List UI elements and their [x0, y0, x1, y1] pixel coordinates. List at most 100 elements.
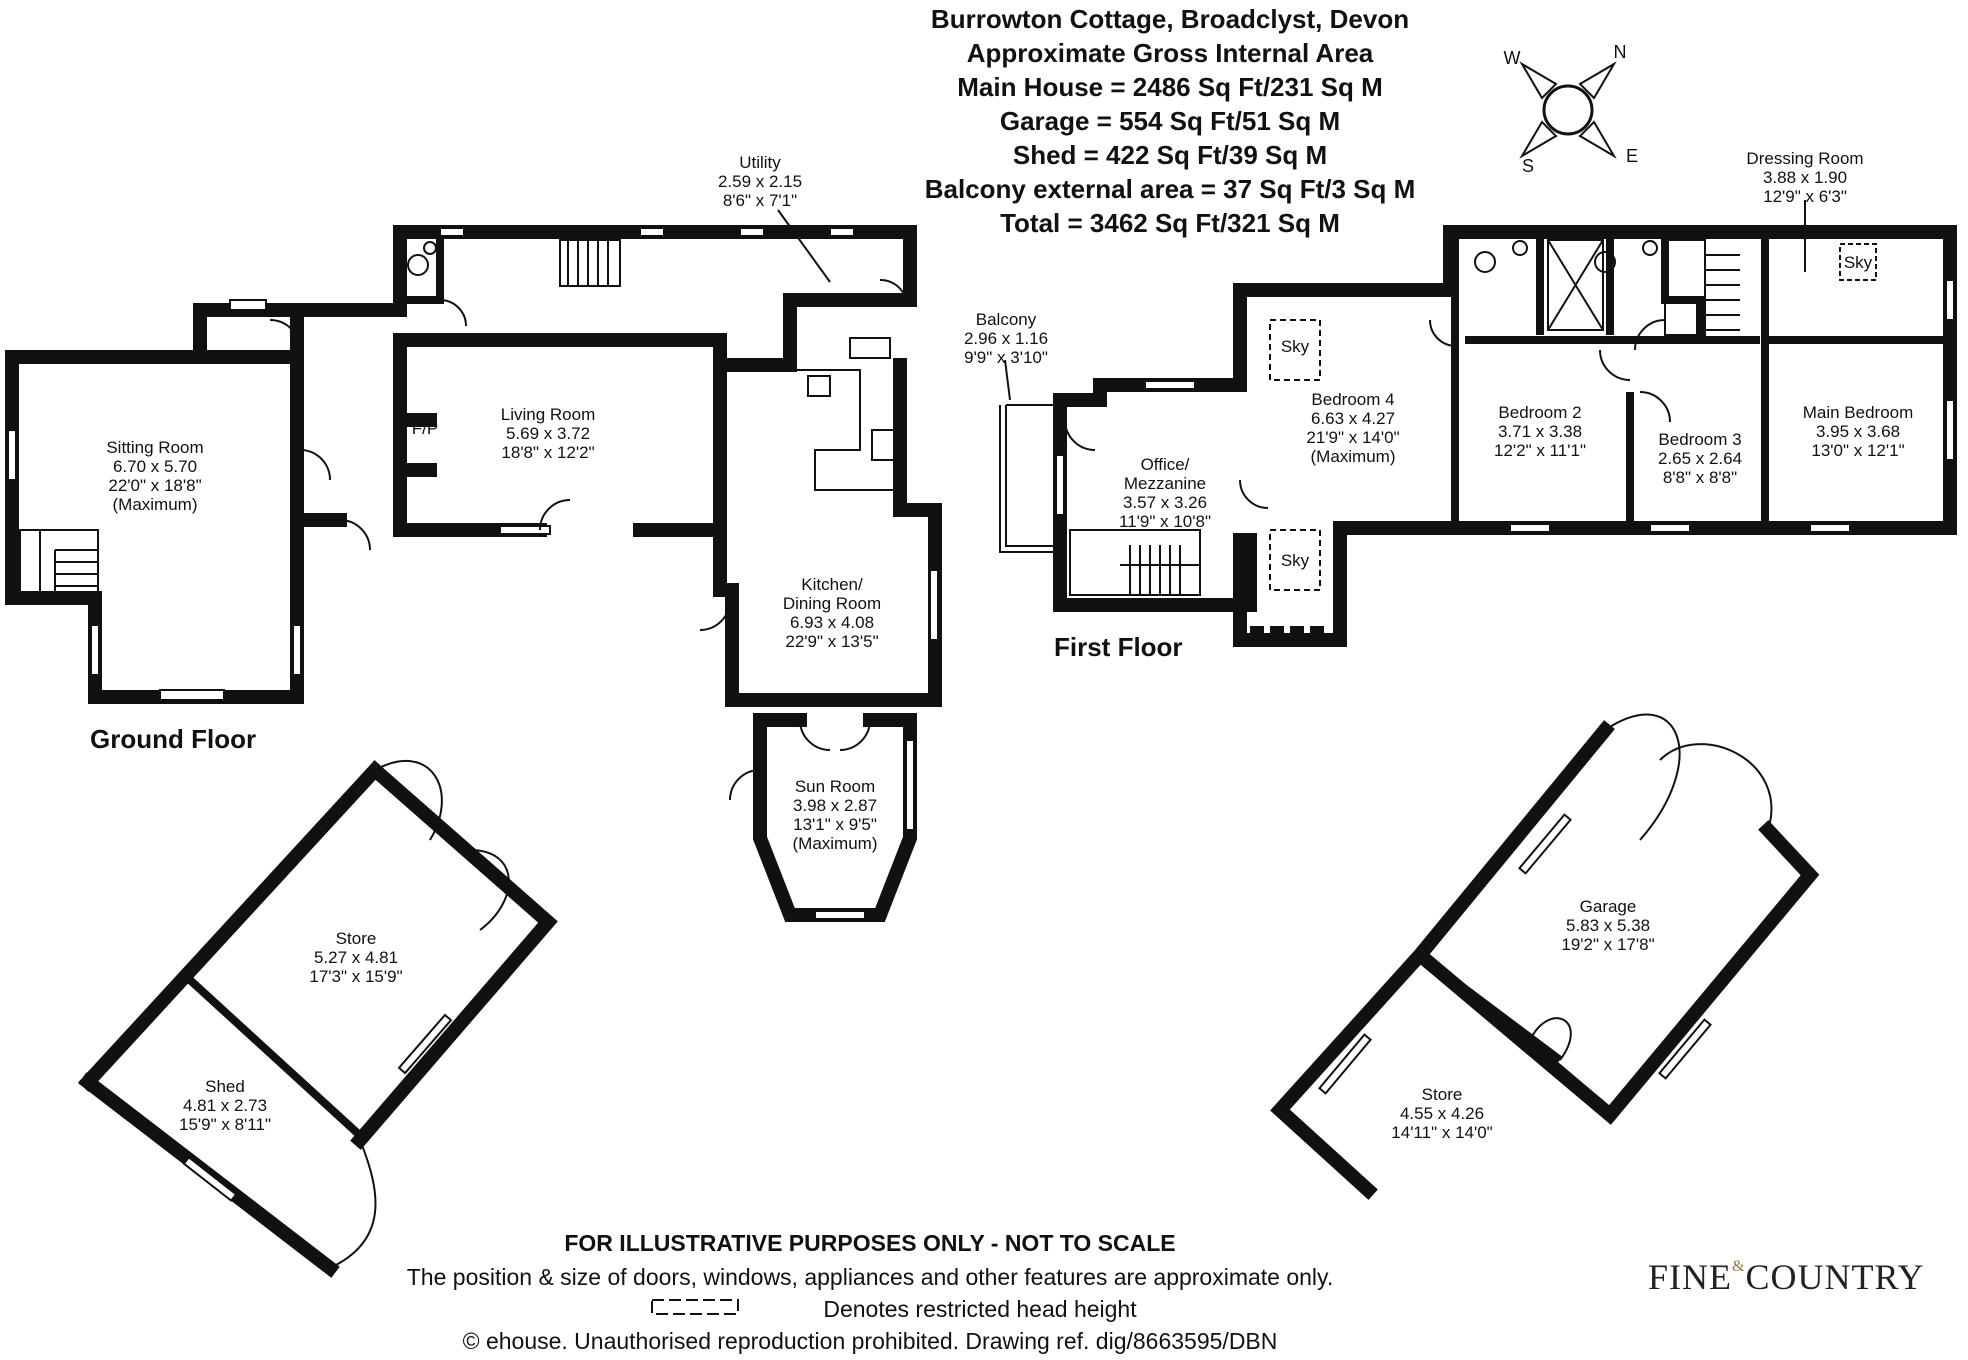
living-room-imperial: 18'8" x 12'2" [501, 443, 594, 462]
kitchen-name-1: Kitchen/ [801, 575, 863, 594]
fireplace-label: F/P [412, 419, 438, 438]
door-swing [1634, 319, 1666, 351]
logo-right: COUNTRY [1745, 1257, 1925, 1297]
window [639, 227, 665, 237]
bedroom4-imperial: 21'9" x 14'0" [1306, 428, 1399, 447]
area-total: Total = 3462 Sq Ft/321 Sq M [1000, 208, 1340, 238]
door-swing [539, 499, 571, 531]
header-block: Burrowton Cottage, Broadclyst, Devon App… [850, 2, 1490, 240]
basin-icon [1642, 240, 1658, 256]
door-swing [1639, 391, 1671, 423]
stairs [1664, 239, 1740, 336]
main-bedroom-imperial: 13'0" x 12'1" [1811, 441, 1904, 460]
window [739, 227, 765, 237]
window [499, 525, 551, 535]
logo-amp: & [1732, 1258, 1746, 1275]
door-swing [1429, 319, 1457, 347]
sky-label: Sky [1281, 337, 1310, 356]
balcony-name: Balcony [976, 310, 1037, 329]
shed-metric: 4.81 x 2.73 [183, 1096, 267, 1115]
door-swing [699, 599, 731, 631]
partition [187, 977, 368, 1143]
window [1055, 454, 1065, 516]
utility-arrow [777, 209, 831, 283]
door-swing [1604, 713, 1773, 841]
door-swing [1529, 1017, 1572, 1061]
plan-title: Burrowton Cottage, Broadclyst, Devon [930, 4, 1410, 34]
area-main-house: Main House = 2486 Sq Ft/231 Sq M [957, 72, 1383, 102]
window [397, 1013, 453, 1075]
hall-walls [193, 303, 304, 527]
sky-label: Sky [1281, 551, 1310, 570]
window [229, 299, 267, 311]
door-swing [439, 299, 467, 327]
area-balcony: Balcony external area = 37 Sq Ft/3 Sq M [924, 174, 1416, 204]
store1-imperial: 17'3" x 15'9" [309, 967, 402, 986]
first-floor-label: First Floor [1054, 632, 1183, 662]
utility-metric: 2.59 x 2.15 [718, 172, 802, 191]
store1-metric: 5.27 x 4.81 [314, 948, 398, 967]
window [292, 624, 302, 676]
shower-icon [1547, 239, 1604, 331]
sitting-room-note: (Maximum) [113, 495, 198, 514]
sun-room-note: (Maximum) [793, 834, 878, 853]
compass-e: E [1626, 146, 1638, 166]
garage-metric: 5.83 x 5.38 [1566, 916, 1650, 935]
window [1144, 380, 1196, 390]
restricted-head-height-legend-icon [651, 1299, 739, 1315]
main-bedroom-name: Main Bedroom [1803, 403, 1914, 422]
compass-s: S [1522, 156, 1534, 176]
skylight [1269, 319, 1321, 381]
sitting-room-name: Sitting Room [106, 438, 203, 457]
store2-name: Store [1422, 1085, 1463, 1104]
balcony-outline [999, 405, 1060, 553]
toilet-icon [1594, 251, 1616, 273]
area-shed: Shed = 422 Sq Ft/39 Sq M [1012, 140, 1328, 170]
sun-room-imperial: 13'1" x 9'5" [793, 815, 877, 834]
bedroom2-name: Bedroom 2 [1498, 403, 1581, 422]
bedroom4-note: (Maximum) [1311, 447, 1396, 466]
window [814, 910, 866, 920]
bedroom4-metric: 6.63 x 4.27 [1311, 409, 1395, 428]
dressing-room-metric: 3.88 x 1.90 [1763, 168, 1847, 187]
garage-walls [1270, 720, 1820, 1200]
partition [1761, 232, 1950, 528]
bedroom3-imperial: 8'8" x 8'8" [1663, 468, 1737, 487]
footer-legend: Denotes restricted head height [823, 1296, 1137, 1322]
dressing-room-name: Dressing Room [1746, 149, 1863, 168]
window [905, 739, 915, 831]
window [159, 689, 225, 701]
kitchen-walls [713, 293, 942, 707]
toilet-icon [407, 254, 429, 276]
hob-icon [807, 375, 831, 397]
door-swing [1239, 479, 1269, 509]
store-shed-walls [78, 760, 558, 1278]
utility-name: Utility [739, 153, 781, 172]
balcony-imperial: 9'9" x 3'10" [964, 348, 1048, 367]
sun-room-name: Sun Room [795, 777, 875, 796]
store2-imperial: 14'11" x 14'0" [1391, 1123, 1492, 1142]
window [182, 1155, 238, 1203]
window [1809, 523, 1851, 533]
compass-n: N [1614, 42, 1627, 62]
sitting-room-walls [5, 350, 304, 704]
window [90, 624, 100, 676]
window [1318, 1033, 1372, 1095]
window [1649, 523, 1691, 533]
ground-floor-label: Ground Floor [90, 724, 257, 754]
footer-disclaimer: FOR ILLUSTRATIVE PURPOSES ONLY - NOT TO … [564, 1230, 1176, 1256]
compass-icon [1519, 61, 1617, 159]
kitchen-name-2: Dining Room [783, 594, 881, 613]
shed-name: Shed [205, 1077, 245, 1096]
bedroom4-name: Bedroom 4 [1311, 390, 1394, 409]
bedroom2-metric: 3.71 x 3.38 [1498, 422, 1582, 441]
door-swing [799, 719, 871, 751]
main-ground-walls [290, 225, 917, 317]
office-name-1: Office/ [1141, 455, 1190, 474]
store2-metric: 4.55 x 4.26 [1400, 1104, 1484, 1123]
kitchen-metric: 6.93 x 4.08 [790, 613, 874, 632]
first-floor-plan: Sky Sky Sky Balcony 2.96 x 1.16 9'9" x 3… [964, 149, 1957, 647]
door-swing [296, 448, 332, 481]
partition [1536, 232, 1704, 335]
bedroom3-name: Bedroom 3 [1658, 430, 1741, 449]
